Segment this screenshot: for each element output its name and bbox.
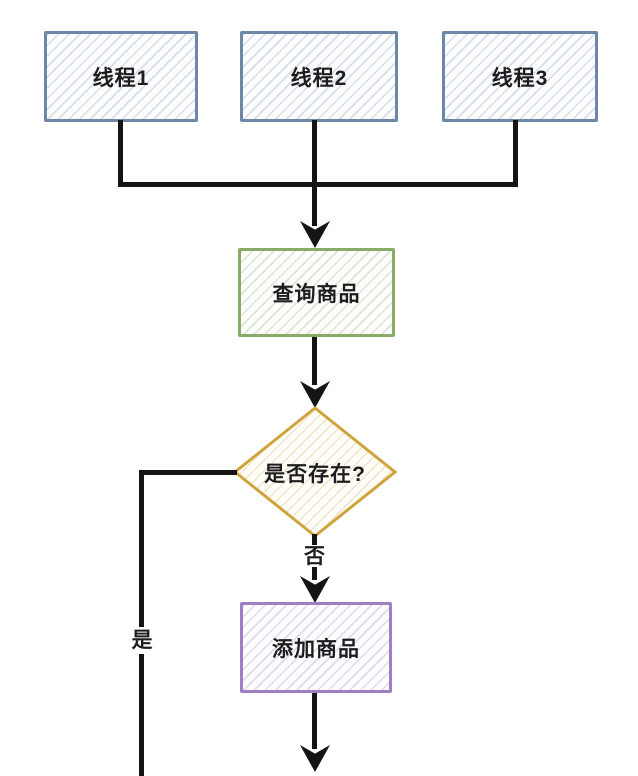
edge-label-no: 否 (298, 545, 331, 569)
edge-yes-horizontal (139, 470, 237, 475)
edge-query-to-decision-shaft (312, 337, 317, 385)
arrowhead-to-decision (300, 381, 330, 408)
node-thread2-label: 线程2 (290, 66, 348, 90)
node-thread2: 线程2 (240, 31, 398, 122)
edge-thread2-to-query-shaft (312, 120, 317, 226)
edge-yes-vertical (139, 470, 144, 776)
node-thread3: 线程3 (442, 31, 598, 122)
edge-no-shaft (312, 567, 317, 580)
node-query-product: 查询商品 (238, 248, 395, 337)
edge-thread1-stub (118, 120, 123, 187)
edge-join-horizontal (118, 182, 518, 187)
node-add-product: 添加商品 (240, 602, 392, 693)
node-thread3-label: 线程3 (491, 66, 549, 90)
node-thread1-label: 线程1 (92, 66, 150, 90)
edge-no-stub (312, 534, 317, 546)
node-add-product-label: 添加商品 (272, 637, 360, 661)
edge-label-yes: 是 (127, 627, 157, 655)
edge-thread3-stub (513, 120, 518, 187)
node-thread1: 线程1 (44, 31, 198, 122)
node-exists-decision-label: 是否存在? (264, 463, 366, 486)
edge-add-out-shaft (312, 693, 317, 749)
arrowhead-to-add (300, 576, 330, 603)
arrowhead-add-out (300, 745, 330, 772)
node-query-product-label: 查询商品 (272, 282, 361, 306)
